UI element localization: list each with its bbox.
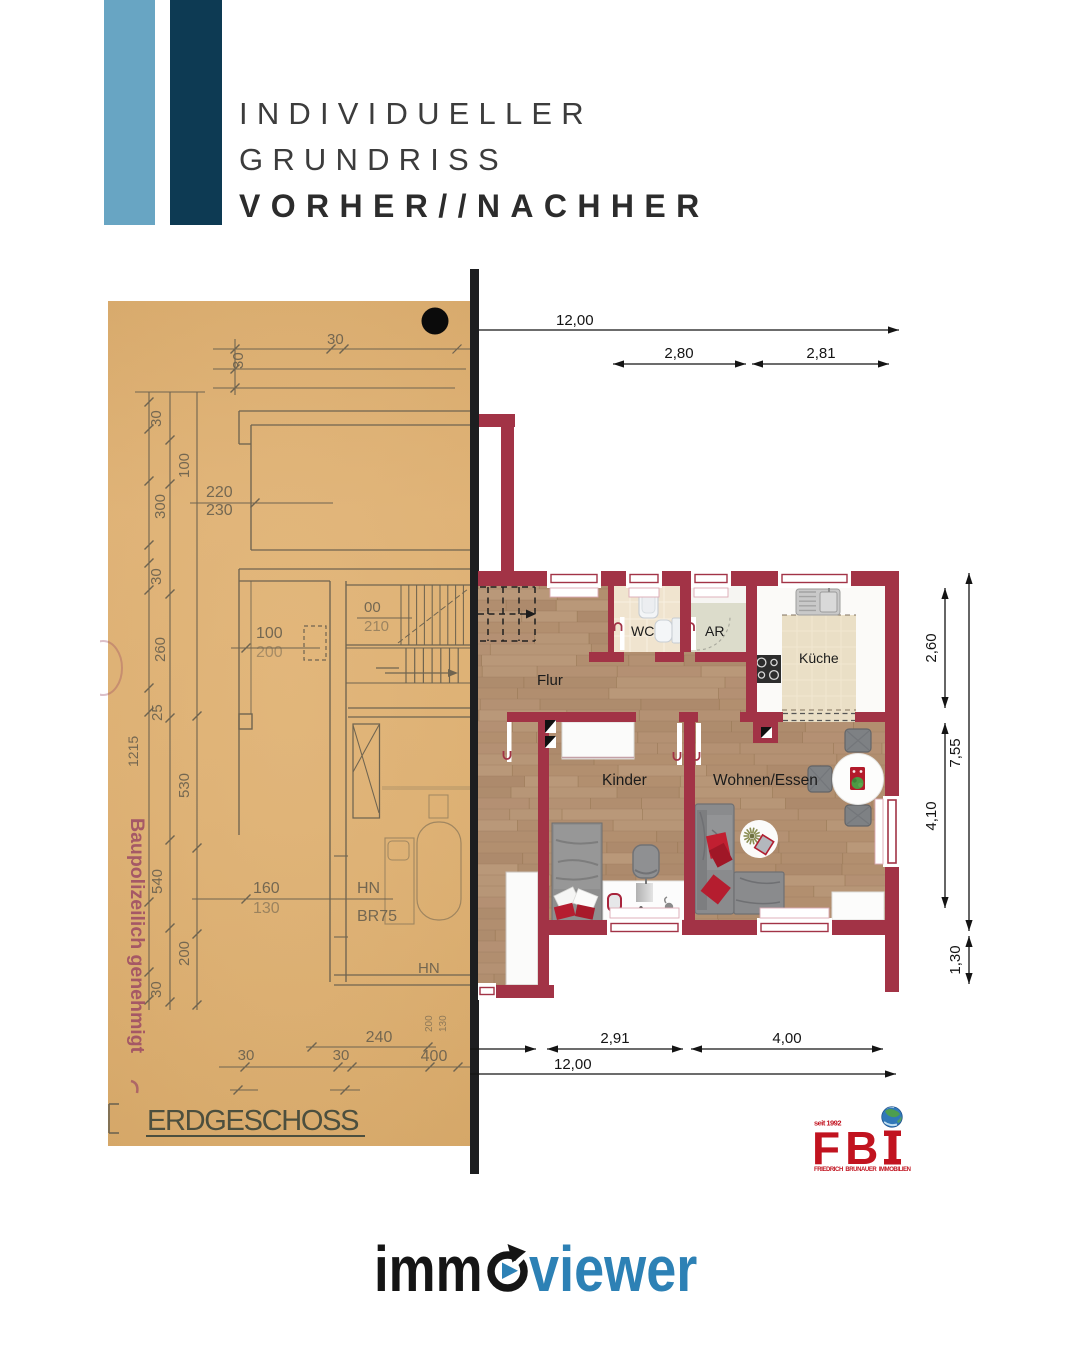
svg-text:Flur: Flur bbox=[537, 672, 563, 689]
svg-text:530: 530 bbox=[176, 773, 193, 798]
svg-text:1,30: 1,30 bbox=[947, 945, 964, 974]
svg-text:FB: FB bbox=[812, 1122, 883, 1174]
svg-text:00: 00 bbox=[364, 599, 381, 616]
svg-text:240: 240 bbox=[366, 1029, 393, 1046]
svg-text:260: 260 bbox=[152, 637, 169, 662]
svg-text:160: 160 bbox=[253, 880, 280, 897]
svg-text:2,81: 2,81 bbox=[806, 345, 835, 362]
svg-text:Baupolizeilich genehmigt: Baupolizeilich genehmigt bbox=[126, 818, 148, 1054]
svg-text:HN: HN bbox=[357, 880, 380, 897]
svg-text:130: 130 bbox=[253, 900, 280, 917]
svg-text:Wohnen/Essen: Wohnen/Essen bbox=[713, 772, 818, 789]
svg-text:30: 30 bbox=[333, 1047, 350, 1064]
svg-text:viewer: viewer bbox=[529, 1233, 697, 1305]
svg-text:Kinder: Kinder bbox=[602, 772, 647, 789]
svg-text:seit 1992: seit 1992 bbox=[814, 1119, 842, 1128]
svg-text:FRIEDRICH BRUNAUER IMMOBILIE: FRIEDRICH BRUNAUER IMMOBILIEN bbox=[814, 1167, 911, 1173]
svg-text:300: 300 bbox=[152, 494, 169, 519]
svg-text:ERDGESCHOSS: ERDGESCHOSS bbox=[147, 1105, 361, 1137]
svg-text:130: 130 bbox=[438, 1015, 449, 1032]
svg-text:230: 230 bbox=[206, 502, 233, 519]
svg-text:100: 100 bbox=[256, 625, 283, 642]
svg-text:210: 210 bbox=[364, 618, 389, 635]
svg-text:400: 400 bbox=[421, 1048, 448, 1065]
svg-text:100: 100 bbox=[176, 453, 193, 478]
svg-text:200: 200 bbox=[176, 941, 193, 966]
svg-text:200: 200 bbox=[424, 1015, 435, 1032]
svg-text:4,00: 4,00 bbox=[772, 1030, 801, 1047]
svg-text:1215: 1215 bbox=[125, 736, 141, 767]
svg-text:540: 540 bbox=[149, 869, 166, 894]
svg-text:30: 30 bbox=[230, 352, 247, 369]
svg-text:4,10: 4,10 bbox=[923, 801, 940, 830]
svg-text:WC: WC bbox=[631, 623, 654, 639]
svg-text:30: 30 bbox=[148, 981, 165, 998]
svg-text:HN: HN bbox=[418, 960, 440, 977]
svg-text:30: 30 bbox=[327, 331, 344, 348]
svg-text:30: 30 bbox=[148, 568, 165, 585]
svg-text:AR: AR bbox=[705, 623, 724, 639]
svg-text:imm: imm bbox=[374, 1234, 483, 1305]
svg-text:2,91: 2,91 bbox=[600, 1030, 629, 1047]
svg-text:30: 30 bbox=[148, 410, 165, 427]
svg-text:220: 220 bbox=[206, 484, 233, 501]
svg-text:Küche: Küche bbox=[799, 650, 839, 666]
svg-text:7,55: 7,55 bbox=[947, 738, 964, 767]
svg-text:25: 25 bbox=[149, 704, 166, 721]
svg-text:2,60: 2,60 bbox=[923, 633, 940, 662]
svg-text:12,00: 12,00 bbox=[554, 1056, 592, 1073]
svg-text:BR75: BR75 bbox=[357, 908, 397, 925]
svg-text:30: 30 bbox=[238, 1047, 255, 1064]
svg-text:2,80: 2,80 bbox=[664, 345, 693, 362]
svg-text:200: 200 bbox=[256, 644, 283, 661]
svg-text:12,00: 12,00 bbox=[556, 312, 594, 329]
